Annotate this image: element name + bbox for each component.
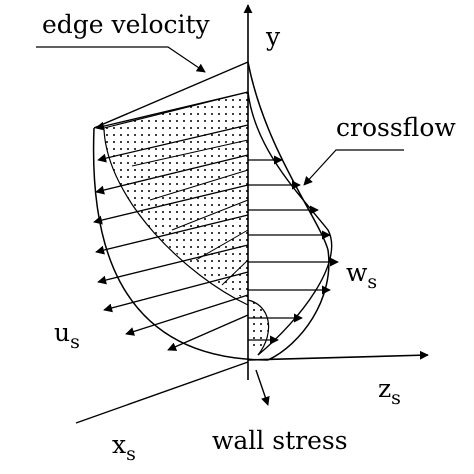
z-axis [247,350,429,361]
x-axis [75,361,249,424]
u-s-sub: s [70,331,80,353]
u-s-base: u [54,318,71,347]
edge-line [93,61,249,129]
u-arrow [167,314,249,351]
z-s-label: zs [378,374,401,408]
u-s-label: us [54,318,80,352]
w-s-label: ws [346,258,377,292]
profile-envelope [247,61,330,361]
crossflow-shaded-region [248,300,269,355]
projection-ticks [131,139,249,286]
crossflow-label: crossflow [336,113,456,142]
u-arrow [95,91,249,131]
z-s-base: z [378,374,392,403]
crossflow-leader [303,149,404,186]
u-arrow [103,271,249,313]
u-arrow [95,154,249,195]
edge-velocity-label: edge velocity [42,10,210,39]
edge-velocity-leader [36,46,206,73]
inner-projection-curve [103,129,249,306]
u-arrow [97,244,249,285]
x-s-label: xs [112,430,136,464]
u-arrow [93,184,249,225]
streamwise-profile [92,127,269,361]
wall-stress-label: wall stress [212,426,348,455]
streamwise-arrows [93,91,249,351]
u-arrow [125,294,249,336]
w-s-sub: s [367,271,378,293]
u-arrow [95,214,249,255]
z-s-sub: s [391,387,401,409]
near-wall-curve [247,299,270,356]
u-arrow [97,124,249,163]
crossflow-arrows [248,155,339,345]
x-s-base: x [112,430,127,459]
wall-stress-arrow [255,369,270,406]
streamwise-shaded-region [104,92,248,300]
x-s-sub: s [126,443,136,465]
w-s-base: w [346,258,368,287]
y-axis-label: y [266,22,281,51]
